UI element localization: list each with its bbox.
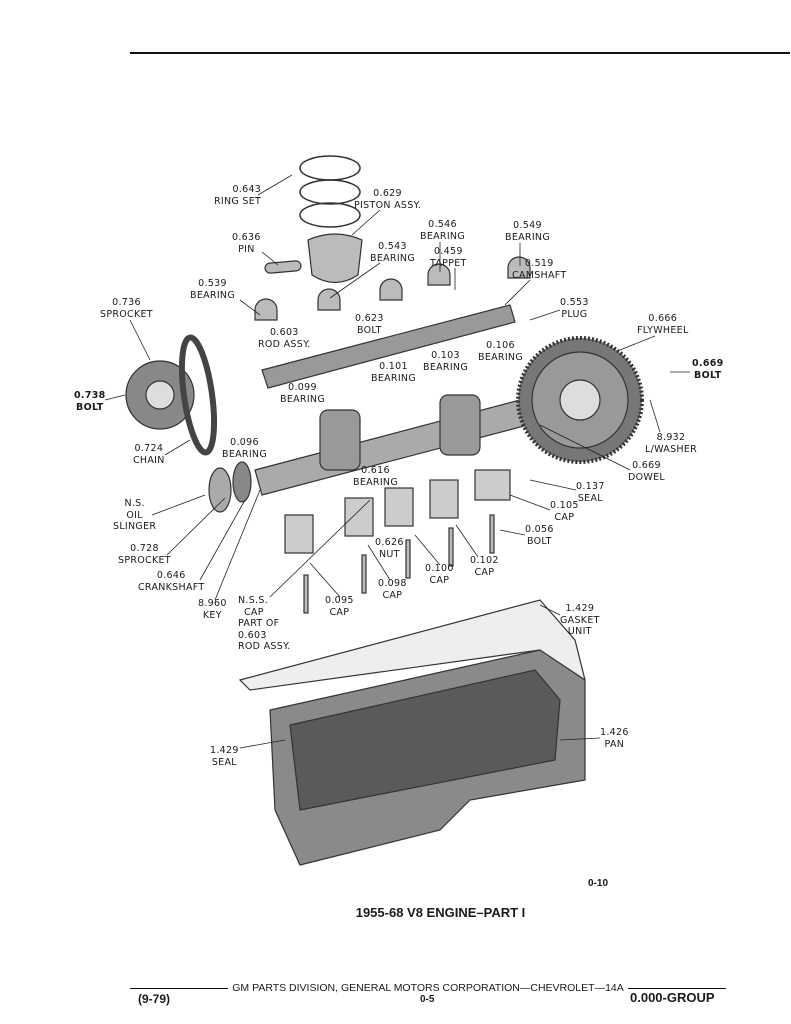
footer-page-number: 0-5 xyxy=(420,994,435,1005)
footer-date: (9-79) xyxy=(138,992,171,1006)
piston-ring-3 xyxy=(299,202,361,228)
footer-group: 0.000-GROUP xyxy=(630,990,715,1005)
piston-ring-1 xyxy=(299,155,361,181)
main-cap xyxy=(284,514,314,554)
header-rule xyxy=(130,52,790,54)
footer-publisher: GM PARTS DIVISION, GENERAL MOTORS CORPOR… xyxy=(232,982,624,994)
figure-title: 1955-68 V8 ENGINE–PART I xyxy=(355,905,526,920)
piston-pin xyxy=(264,260,302,274)
camshaft xyxy=(261,304,516,389)
timing-chain xyxy=(178,334,218,456)
figure-number: 0-10 xyxy=(588,878,609,889)
footer-publisher-line: GM PARTS DIVISION, GENERAL MOTORS CORPOR… xyxy=(130,982,727,994)
piston-ring-2 xyxy=(299,179,361,205)
piston xyxy=(307,233,363,284)
